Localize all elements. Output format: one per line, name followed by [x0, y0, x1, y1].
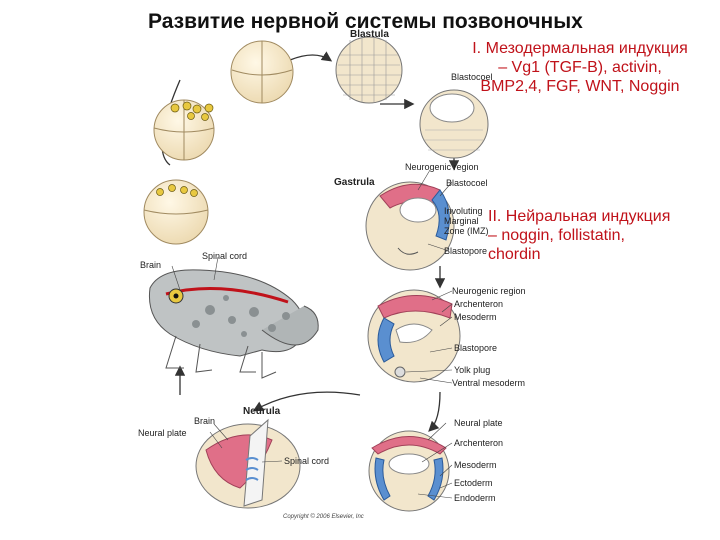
- label-spinal-cord-2: Spinal cord: [284, 456, 330, 466]
- neural-induction-text: II. Нейральная индукция – noggin, follis…: [488, 207, 720, 264]
- label-spinal-cord-1: Spinal cord: [202, 251, 248, 261]
- label-archenteron-2: Archenteron: [454, 438, 504, 448]
- blastula-section: [419, 89, 489, 159]
- mesoderm-induction-line-2: – Vg1 (TGF-B), activin,: [498, 59, 662, 76]
- fertilized-egg: [143, 179, 209, 245]
- label-blastopore-2: Blastopore: [454, 343, 498, 353]
- label-archenteron-1: Archenteron: [454, 299, 504, 309]
- four-cell-egg: [153, 99, 215, 161]
- two-cell-egg: [230, 40, 294, 104]
- label-ventral-mesoderm: Ventral mesoderm: [452, 378, 526, 388]
- label-blastocoel-1: Blastocoel: [451, 72, 493, 82]
- label-blastocoel-2: Blastocoel: [446, 178, 488, 188]
- label-brain-1: Brain: [140, 260, 162, 270]
- label-marginal: Marginal: [444, 216, 479, 226]
- label-neural-plate-1: Neural plate: [138, 428, 187, 438]
- label-blastopore-1: Blastopore: [444, 246, 488, 256]
- gastrula-section: [365, 181, 455, 271]
- stage-blastula: Blastula: [350, 29, 389, 40]
- neurula-cross-section: [368, 430, 450, 512]
- label-zone-imz: Zone (IMZ): [444, 226, 489, 236]
- stage-neurula: Neurula: [243, 406, 281, 417]
- neural-induction-line-2: – noggin, follistatin,: [488, 227, 625, 244]
- mesoderm-induction-text: I. Мезодермальная индукция – Vg1 (TGF-B)…: [446, 39, 714, 96]
- label-endoderm: Endoderm: [454, 493, 496, 503]
- neural-induction-line-1: II. Нейральная индукция: [488, 208, 671, 225]
- label-neurogenic-region-1: Neurogenic region: [405, 162, 479, 172]
- mesoderm-induction-line-3: BMP2,4, FGF, WNT, Noggin: [480, 78, 680, 95]
- label-neurogenic-region-2: Neurogenic region: [452, 286, 526, 296]
- neural-induction-line-3: chordin: [488, 246, 541, 263]
- mesoderm-induction-line-1: I. Мезодермальная индукция: [472, 40, 688, 57]
- late-gastrula-section: [367, 289, 461, 383]
- copyright-note: Copyright © 2006 Elsevier, Inc: [283, 514, 364, 520]
- stage-gastrula: Gastrula: [334, 177, 375, 188]
- label-ectoderm: Ectoderm: [454, 478, 493, 488]
- label-brain-2: Brain: [194, 416, 216, 426]
- blastula-embryo: [335, 36, 403, 104]
- label-mesoderm-1: Mesoderm: [454, 312, 497, 322]
- neurula-embryo: [195, 418, 301, 509]
- leader-lines: [171, 169, 453, 499]
- label-involuting: Involuting: [444, 206, 483, 216]
- label-neural-plate-2: Neural plate: [454, 418, 503, 428]
- label-yolk-plug: Yolk plug: [454, 365, 491, 375]
- page-title: Развитие нервной системы позвоночных: [148, 10, 583, 33]
- adult-frog: [148, 269, 319, 379]
- label-mesoderm-2: Mesoderm: [454, 460, 497, 470]
